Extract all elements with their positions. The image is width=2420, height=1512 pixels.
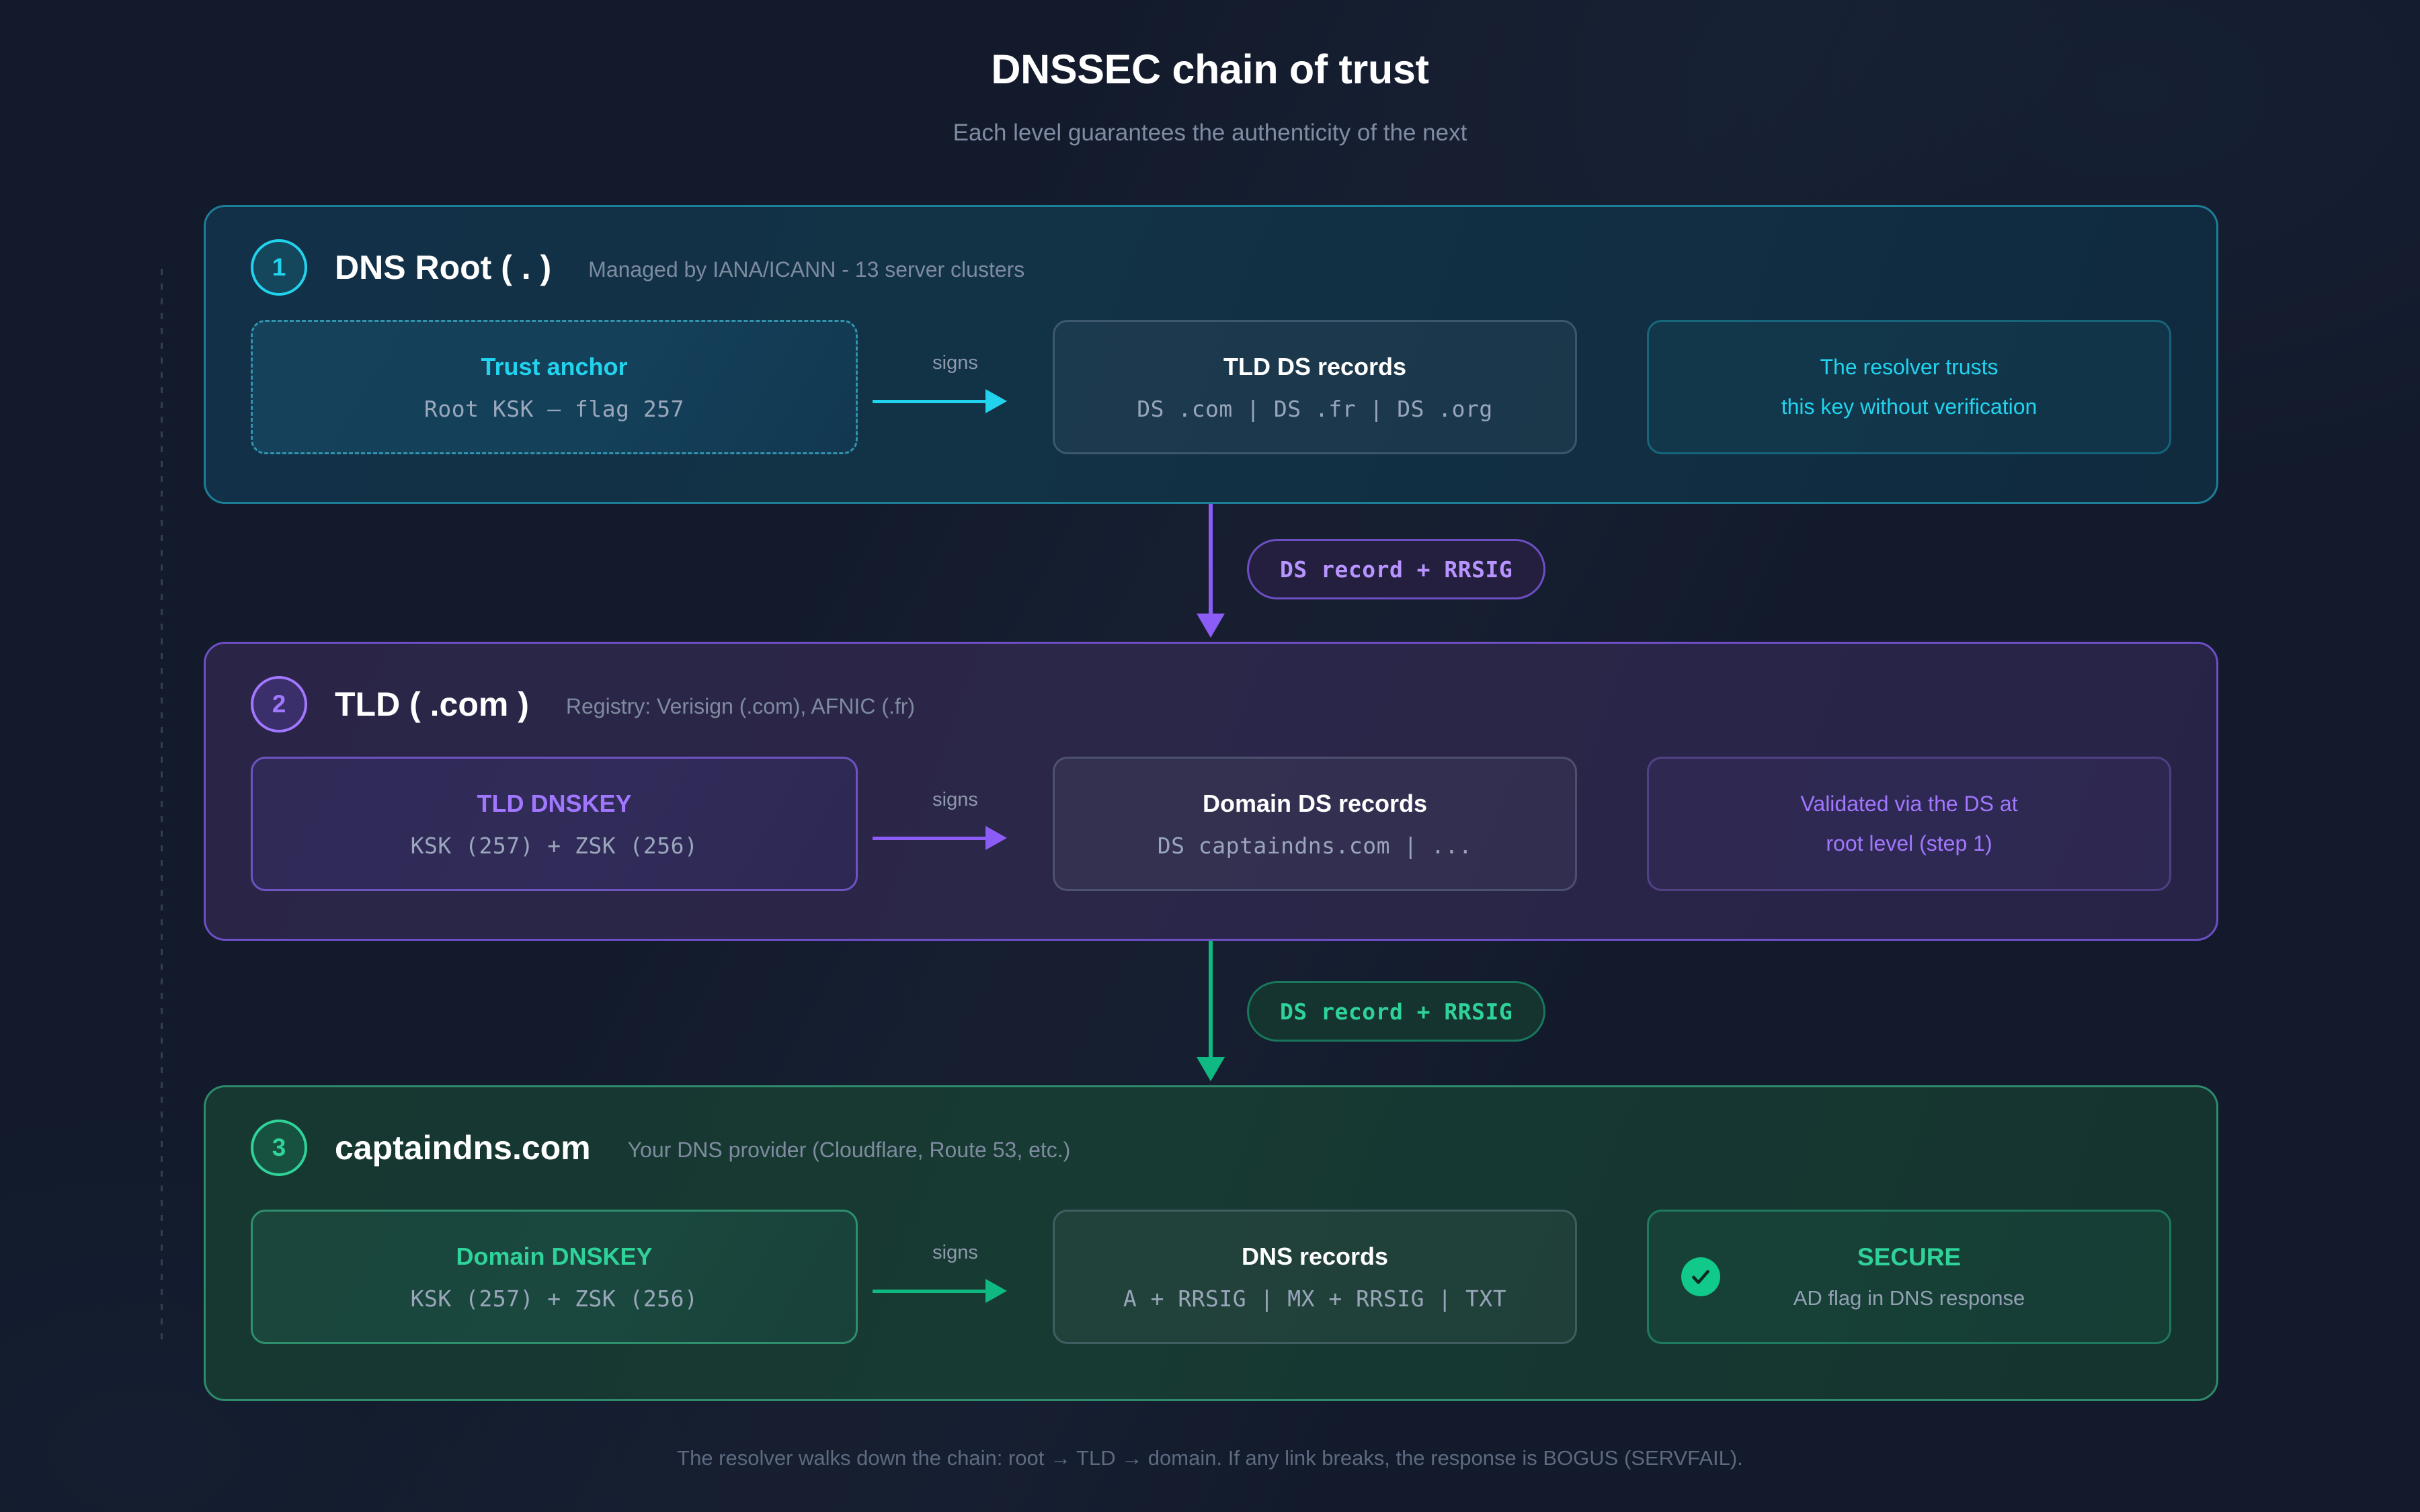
records-box-title: DNS records <box>1241 1242 1389 1270</box>
key-box-title: TLD DNSKEY <box>477 789 632 817</box>
check-circle-icon <box>1681 1257 1720 1296</box>
level-header-root: 1 DNS Root ( . ) Managed by IANA/ICANN -… <box>251 239 1024 296</box>
level-row-tld: TLD DNSKEY KSK (257) + ZSK (256) signs D… <box>251 757 2171 891</box>
connector-line-icon <box>1209 941 1213 1060</box>
level-note-tld: Registry: Verisign (.com), AFNIC (.fr) <box>565 694 916 718</box>
info-box-tld-validation: Validated via the DS at root level (step… <box>1647 757 2171 891</box>
chain-spine-dashed-line <box>161 269 163 1344</box>
status-box-secure: SECURE AD flag in DNS response <box>1647 1210 2171 1344</box>
level-header-tld: 2 TLD ( .com ) Registry: Verisign (.com)… <box>251 676 915 732</box>
records-box-sub: DS .com | DS .fr | DS .org <box>1137 395 1493 422</box>
step-badge-2: 2 <box>251 676 307 732</box>
signs-label: signs <box>932 789 978 810</box>
records-box-title: TLD DS records <box>1223 352 1407 380</box>
arrow-head-icon <box>985 389 1007 413</box>
records-box-sub: DS captaindns.com | ... <box>1157 832 1473 859</box>
arrow-line-icon <box>873 1290 988 1293</box>
info-box-line-2: this key without verification <box>1781 394 2038 419</box>
info-box-line-1: The resolver trusts <box>1820 355 1999 379</box>
level-header-domain: 3 captaindns.com Your DNS provider (Clou… <box>251 1120 1070 1176</box>
records-box-sub: A + RRSIG | MX + RRSIG | TXT <box>1123 1285 1507 1312</box>
level-card-tld: 2 TLD ( .com ) Registry: Verisign (.com)… <box>204 642 2218 941</box>
signs-label: signs <box>932 352 978 374</box>
key-box-sub: KSK (257) + ZSK (256) <box>410 1285 698 1312</box>
level-row-domain: Domain DNSKEY KSK (257) + ZSK (256) sign… <box>251 1210 2171 1344</box>
level-row-root: Trust anchor Root KSK — flag 257 signs T… <box>251 320 2171 454</box>
arrow-line-icon <box>873 400 988 403</box>
arrow-line-icon <box>873 837 988 840</box>
status-badge-label: SECURE <box>1857 1243 1962 1271</box>
page-title: DNSSEC chain of trust <box>991 46 1429 92</box>
signs-label: signs <box>932 1242 978 1263</box>
key-box-trust-anchor: Trust anchor Root KSK — flag 257 <box>251 320 858 454</box>
level-card-domain: 3 captaindns.com Your DNS provider (Clou… <box>204 1085 2218 1401</box>
records-box-domain-ds: Domain DS records DS captaindns.com | ..… <box>1053 757 1577 891</box>
arrow-head-icon <box>985 826 1007 850</box>
connector-arrowhead-icon <box>1197 1057 1225 1081</box>
step-badge-3: 3 <box>251 1120 307 1176</box>
connector-label-ds-rrsig: DS record + RRSIG <box>1247 981 1546 1042</box>
info-box-root-trust: The resolver trusts this key without ver… <box>1647 320 2171 454</box>
records-box-tld-ds: TLD DS records DS .com | DS .fr | DS .or… <box>1053 320 1577 454</box>
connector-tld-to-domain: DS record + RRSIG <box>0 941 2420 1085</box>
level-name-root: DNS Root ( . ) <box>335 249 552 286</box>
level-name-domain: captaindns.com <box>335 1129 591 1167</box>
status-badge-sub: AD flag in DNS response <box>1793 1286 2025 1310</box>
signs-arrow-domain: signs <box>858 1236 1053 1317</box>
page-subtitle: Each level guarantees the authenticity o… <box>953 120 1467 146</box>
connector-arrowhead-icon <box>1197 614 1225 638</box>
connector-root-to-tld: DS record + RRSIG <box>0 504 2420 642</box>
key-box-sub: KSK (257) + ZSK (256) <box>410 832 698 859</box>
connector-line-icon <box>1209 504 1213 617</box>
arrow-head-icon <box>985 1279 1007 1303</box>
signs-arrow-root: signs <box>858 347 1053 427</box>
level-note-root: Managed by IANA/ICANN - 13 server cluste… <box>588 257 1025 282</box>
records-box-dns-records: DNS records A + RRSIG | MX + RRSIG | TXT <box>1053 1210 1577 1344</box>
signs-arrow-tld: signs <box>858 784 1053 864</box>
info-box-line-2: root level (step 1) <box>1826 831 1992 855</box>
level-note-domain: Your DNS provider (Cloudflare, Route 53,… <box>627 1137 1071 1162</box>
info-box-line-1: Validated via the DS at <box>1800 792 2018 816</box>
key-box-domain-dnskey: Domain DNSKEY KSK (257) + ZSK (256) <box>251 1210 858 1344</box>
key-box-title: Trust anchor <box>481 352 628 380</box>
level-card-root: 1 DNS Root ( . ) Managed by IANA/ICANN -… <box>204 205 2218 504</box>
level-name-tld: TLD ( .com ) <box>335 685 529 723</box>
step-badge-1: 1 <box>251 239 307 296</box>
page-footer: The resolver walks down the chain: root … <box>677 1446 1743 1470</box>
key-box-sub: Root KSK — flag 257 <box>424 395 684 422</box>
key-box-title: Domain DNSKEY <box>456 1242 653 1270</box>
records-box-title: Domain DS records <box>1202 789 1428 817</box>
key-box-tld-dnskey: TLD DNSKEY KSK (257) + ZSK (256) <box>251 757 858 891</box>
connector-label-ds-rrsig: DS record + RRSIG <box>1247 539 1546 599</box>
